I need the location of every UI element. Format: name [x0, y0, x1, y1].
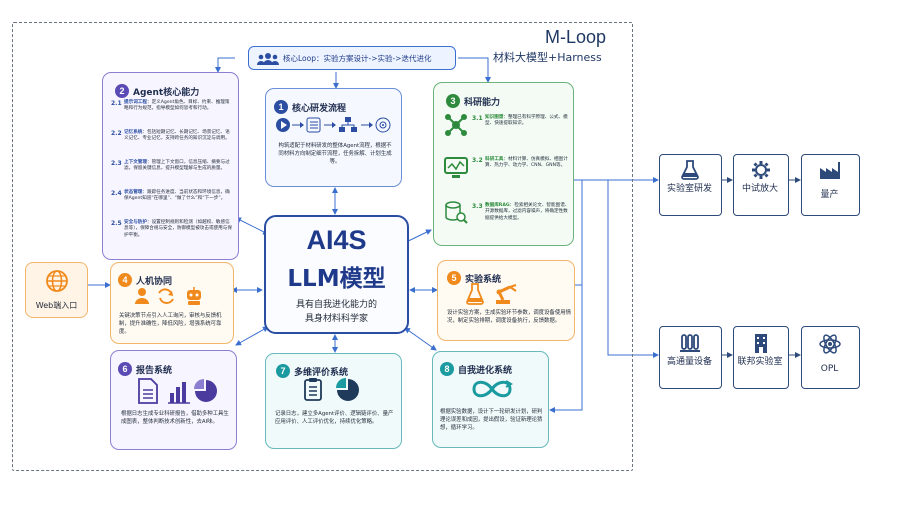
core-loop-label: 核心Loop：实验方案设计->实验->迭代进化: [283, 54, 432, 63]
card5-text: 设计实验方案，生成实验环节参数，调度设备使用情况，制定实验排期，调度设备执行，反…: [447, 310, 571, 324]
knowledge-graph-icon: [445, 114, 467, 136]
checklist-icon: [306, 117, 321, 133]
arrow-center-card8: [404, 327, 437, 351]
workflow-icons: [276, 117, 391, 133]
web-entry-label: Web端入口: [35, 301, 78, 310]
mass-production-box[interactable]: 量产: [801, 154, 860, 216]
arrow-loop-back: [549, 179, 583, 413]
card6-number: 6: [118, 361, 132, 376]
card3-number: 3: [446, 93, 460, 108]
card5-title: 实验系统: [465, 275, 502, 285]
card5-number: 5: [447, 270, 461, 285]
report-chart-icons: [138, 378, 217, 404]
web-entry-box[interactable]: Web端入口: [25, 262, 88, 318]
card7-number: 7: [276, 363, 290, 378]
card4-title: 人机协同: [136, 277, 173, 287]
pilot-scale-label: 中试放大: [741, 184, 778, 194]
target-icon: [375, 117, 391, 133]
pie-icon: [195, 380, 217, 402]
card-report-system: 6 报告系统 根据日志生成专业科研报告，借助多种工具生成图表，整体判断技术创新性，…: [110, 350, 237, 450]
mass-production-label: 量产: [820, 190, 839, 200]
arrow-loop-card3: [458, 57, 491, 83]
gear-icon: [752, 161, 770, 179]
center-sub-2: 具身材料科学家: [304, 314, 368, 324]
card-experiment-system: 5 实验系统 设计实验方案，生成实验环节参数，调度设备使用情况，制定实验排期，调度…: [437, 260, 575, 341]
federated-lab-label: 联邦实验室: [737, 357, 783, 367]
lab-robot-icon: [466, 283, 517, 305]
clipboard-icon: [304, 379, 322, 401]
card6-title: 报告系统: [136, 366, 173, 376]
core-loop-bar: 核心Loop：实验方案设计->实验->迭代进化: [248, 46, 456, 70]
evaluation-icons: [304, 378, 359, 401]
lab-rd-label: 实验室研发: [666, 184, 712, 194]
arrow-center-card2: [235, 217, 269, 235]
card-evaluation-system: 7 多维评价系统 记录日志，建立多Agent评价、逻辑链评价、量产应用评价、人工评…: [265, 353, 402, 449]
card1-title: 核心研发流程: [292, 104, 347, 114]
card4-text: 关键决策节点引入人工询问，审核与反馈机制，提升准确性，降低风险，增强系统可靠度。: [119, 313, 222, 335]
card7-text: 记录日志，建立多Agent评价、逻辑链评价、量产应用评价、人工评价优化，持续优化…: [275, 411, 394, 425]
center-llm-box: AI4S LLM模型 具有自我进化能力的 具身材料科学家: [264, 215, 409, 334]
hierarchy-icon: [345, 117, 351, 122]
globe-icon: [46, 270, 68, 292]
card2-title: Agent核心能力: [133, 88, 200, 98]
document-icon: [138, 378, 158, 404]
flask-icon: [681, 160, 699, 180]
lab-rd-box[interactable]: 实验室研发: [659, 154, 722, 216]
brand-title: M-Loop: [545, 27, 607, 47]
arrow-to-hte: [607, 180, 659, 358]
arrow-loop-card2: [215, 57, 235, 73]
monitor-chart-icon: [444, 157, 468, 178]
atom-icon: [819, 334, 841, 354]
opl-box[interactable]: OPL: [801, 326, 860, 389]
arrow-center-card6: [235, 326, 269, 346]
test-tubes-icon: [680, 334, 700, 352]
pie-chart-icon: [337, 379, 359, 401]
card8-text: 根据实验数据，设计下一轮研发计划，研判理论误差和成因，提出假设，验证新理论猜想，…: [440, 409, 543, 431]
opl-label: OPL: [820, 364, 839, 374]
high-throughput-box[interactable]: 高通量设备: [659, 326, 722, 389]
brand-subtitle: 材料大模型+Harness: [493, 51, 602, 64]
card7-title: 多维评价系统: [294, 368, 349, 378]
card3-title: 科研能力: [464, 98, 501, 108]
infinity-loop-icon: [472, 380, 513, 398]
building-icon: [755, 334, 767, 353]
factory-icon: [820, 162, 840, 179]
card8-number: 8: [440, 361, 454, 376]
center-sub-1: 具有自我进化能力的: [295, 300, 377, 310]
pilot-scale-box[interactable]: 中试放大: [733, 154, 789, 216]
card1-number: 1: [274, 99, 288, 114]
center-title-2: LLM模型: [287, 266, 386, 292]
card-core-process: 1 核心研发流程 构筑适配于材料研发的整体Agent流程，根据不同材料方向制定细节…: [265, 88, 402, 187]
database-search-icon: [445, 201, 468, 224]
m-loop-frame: [12, 22, 633, 471]
card4-number: 4: [118, 272, 132, 287]
federated-lab-box[interactable]: 联邦实验室: [733, 326, 789, 389]
team-icon: [257, 53, 279, 65]
high-throughput-label: 高通量设备: [666, 357, 712, 367]
card-human-ai: 4 人机协同 关键决策节点引入人工询问，审核与反馈机制，提升准确性，降低风险，增强…: [110, 262, 234, 344]
card6-text: 根据日志生成专业科研报告，借助多种工具生成图表，整体判断技术创新性，去AI味。: [121, 411, 229, 425]
card2-number: 2: [115, 83, 129, 98]
card8-title: 自我进化系统: [458, 366, 513, 376]
card1-text: 构筑适配于材料研发的整体Agent流程，根据不同材料方向制定细节流程，任务拆解、…: [278, 143, 392, 165]
center-title-1: AI4S: [306, 225, 367, 255]
card-self-evolution: 8 自我进化系统 根据实验数据，设计下一轮研发计划，研判理论误差和成因，提出假设，…: [432, 351, 549, 448]
human-robot-icon: [135, 287, 201, 305]
